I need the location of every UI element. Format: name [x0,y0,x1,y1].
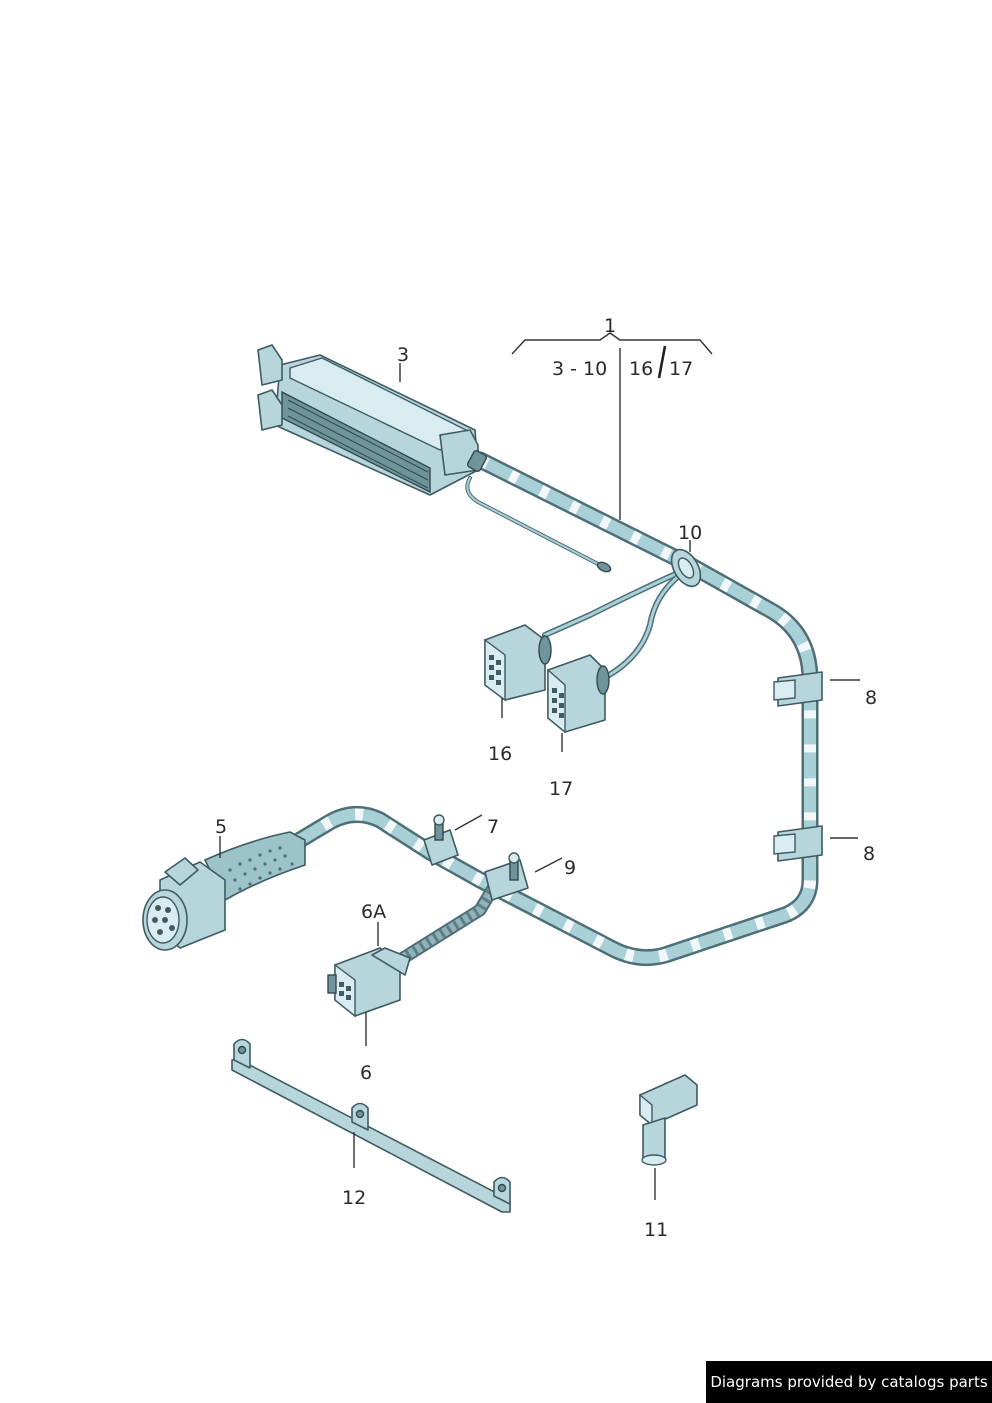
callout-labels: 1 3 - 10 16 17 3 10 16 17 8 8 5 7 9 6A 6… [215,315,877,1241]
callout-1-range-17: 17 [669,358,693,380]
callout-10: 10 [678,522,702,544]
part-8-clip-upper [773,671,823,707]
part-12-bracket-strip [231,1038,511,1213]
wires-to-connectors-16-17 [542,569,683,683]
callout-9: 9 [564,857,576,879]
part-5-round-socket [142,831,306,951]
callout-6: 6 [360,1062,372,1084]
callout-17: 17 [549,778,573,800]
callout-1-range-slash [657,345,667,379]
callout-16: 16 [488,743,512,765]
ground-wire [465,476,612,573]
callout-8-lower: 8 [863,843,875,865]
part-9-stud-clip [484,852,529,901]
part-10-grommet [670,548,702,588]
callout-1-range-3-10: 3 - 10 [552,358,607,380]
part-6-connector [327,947,411,1018]
part-16-connector [484,624,552,702]
main-harness [291,451,819,967]
callout-8-upper: 8 [865,687,877,709]
callout-6a: 6A [361,901,386,923]
callout-11: 11 [644,1219,668,1241]
callout-7: 7 [487,816,499,838]
callout-1-range-16: 16 [629,358,653,380]
part-17-connector [547,654,610,734]
ground-eyelet [596,561,612,573]
footer-credit-text: Diagrams provided by catalogs parts [710,1373,988,1391]
part-11-holder [639,1074,698,1166]
part-3-ecu-connector [257,344,488,496]
callout-12: 12 [342,1187,366,1209]
callout-5: 5 [215,816,227,838]
callout-1: 1 [604,315,616,337]
leader-lines [219,332,860,1200]
footer-credit-badge: Diagrams provided by catalogs parts [706,1361,992,1403]
callout-3: 3 [397,344,409,366]
part-7-stud-clip [423,814,459,866]
part-8-clip-lower [773,825,823,862]
branch-to-connector-6 [378,878,502,972]
